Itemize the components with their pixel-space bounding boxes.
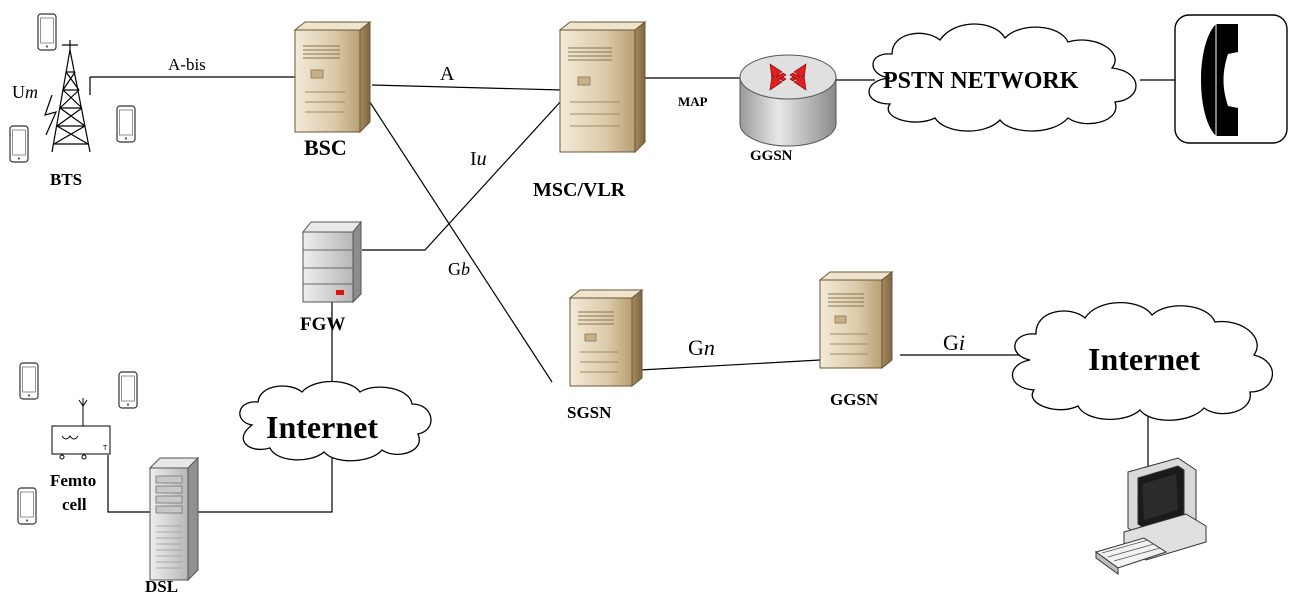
mobile-phone-icon (17, 487, 37, 525)
sgsn-label: SGSN (567, 403, 612, 422)
abis-link-label: A-bis (168, 55, 206, 74)
iu-link-label: Iu (470, 148, 487, 170)
telephone-icon (1174, 14, 1288, 144)
link-iu (362, 99, 563, 251)
ggsn-server-icon (818, 270, 894, 370)
bsc-label: BSC (304, 135, 347, 160)
dsl-label: DSL (145, 577, 178, 595)
msc-vlr-label: MSC/VLR (533, 179, 626, 201)
pstn-network-label: PSTN NETWORK (883, 68, 1079, 94)
connections (90, 76, 1175, 513)
dsl-server-icon (148, 456, 200, 582)
internet-left-label: Internet (266, 409, 378, 445)
mobile-phone-icon (118, 371, 138, 409)
ggsn-server-label: GGSN (830, 390, 879, 409)
internet-cloud-icon (239, 380, 432, 462)
femtocell-device-icon: T (51, 398, 111, 460)
msc-vlr-server-icon (558, 20, 647, 154)
gi-link-label: Gi (943, 330, 965, 355)
bts-label: BTS (50, 170, 82, 189)
um-link-label: Um (12, 82, 38, 102)
femto-label-line1: Femto (50, 471, 96, 490)
mobile-phone-icon (19, 362, 39, 400)
ggsn-router-icon (739, 54, 837, 147)
map-link-label: MAP (678, 94, 708, 109)
bts-tower-icon (44, 40, 91, 153)
mobile-phone-icon (9, 125, 29, 163)
sgsn-server-icon (568, 288, 644, 388)
gn-link-label: Gn (688, 335, 715, 360)
pstn-cloud-icon (868, 23, 1137, 132)
link-femto-dsl (107, 455, 150, 513)
computer-icon (1094, 457, 1207, 575)
mobile-phone-icon (116, 105, 136, 143)
link-internet-dsl (198, 455, 333, 513)
fgw-server-icon (301, 220, 363, 304)
link-gb (361, 89, 553, 383)
internet-cloud-icon (1011, 301, 1273, 421)
femto-label-line2: cell (62, 495, 87, 514)
mobile-phone-icon (37, 13, 57, 51)
internet-right-label: Internet (1088, 341, 1200, 377)
link-gn (639, 359, 821, 371)
fgw-label: FGW (300, 314, 345, 335)
bsc-server-icon (293, 20, 372, 134)
a-link-label: A (440, 63, 455, 85)
svg-text:T: T (103, 445, 108, 452)
link-a (371, 84, 563, 91)
ggsn-router-label: GGSN (750, 148, 793, 164)
gb-link-label: Gb (448, 259, 470, 279)
